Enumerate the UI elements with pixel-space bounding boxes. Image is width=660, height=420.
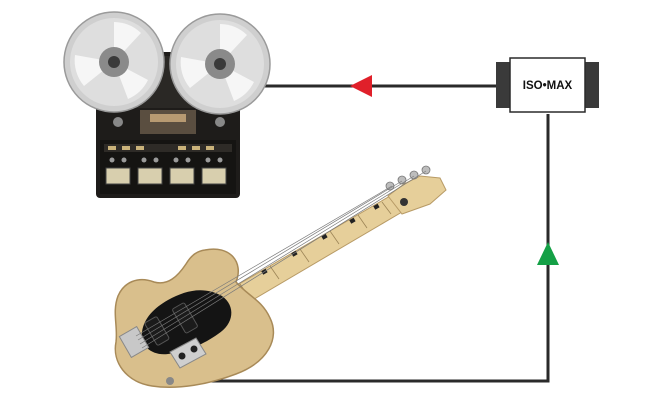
- arrow-to-recorder: [350, 75, 372, 97]
- output-jack: [166, 377, 174, 385]
- vu-meters: [105, 167, 227, 185]
- iso-max-label: ISO•MAX: [523, 80, 573, 92]
- arrow-up-to-iso: [537, 242, 559, 265]
- right-reel: [169, 13, 271, 115]
- cable-bass-to-iso: [170, 114, 550, 383]
- reel-to-reel-recorder: [63, 11, 271, 198]
- left-reel: [63, 11, 165, 113]
- iso-max-box: ISO•MAX: [496, 57, 599, 113]
- bass-guitar: [114, 165, 447, 388]
